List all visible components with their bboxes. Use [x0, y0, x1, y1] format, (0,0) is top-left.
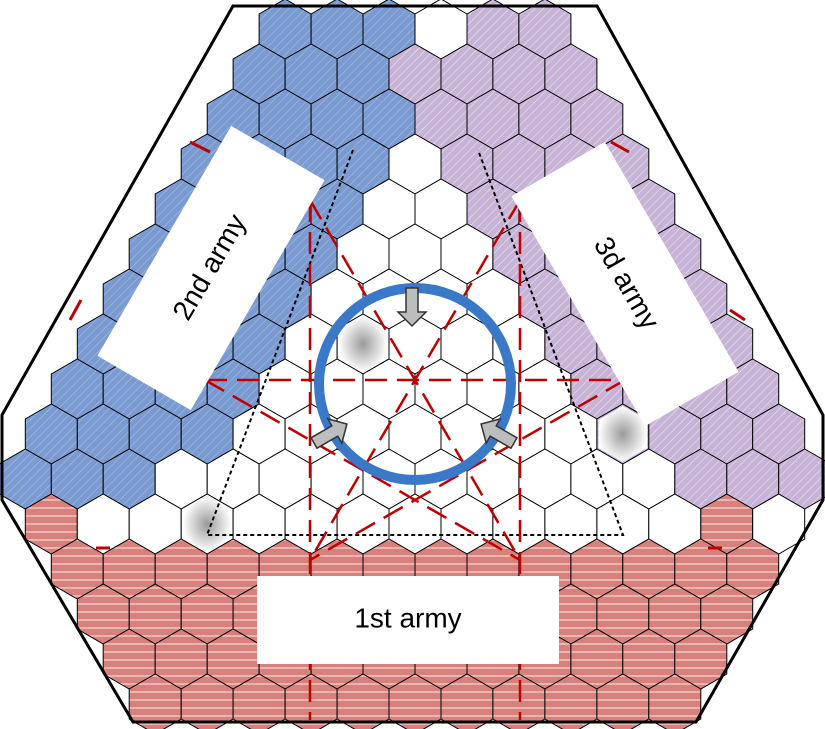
map-outline — [0, 4, 825, 724]
objective-hex-icon — [338, 316, 388, 372]
front-marker — [68, 299, 83, 321]
territory-borders — [0, 4, 825, 724]
attack-arrow-icon — [480, 417, 519, 450]
front-marker — [729, 308, 746, 322]
first-army-box: 1st army — [257, 576, 559, 664]
front-marker — [610, 140, 630, 154]
attack-arrow-icon — [396, 287, 428, 328]
map-hex — [648, 673, 702, 729]
attack-arrow-icon — [309, 417, 348, 450]
third-army-box: 3d army — [511, 141, 739, 427]
pocket-boundary — [205, 149, 625, 536]
objective-hex-icon — [598, 406, 648, 462]
first-army-label: 1st army — [354, 602, 461, 633]
front-marker — [189, 140, 211, 154]
objective-hex-icon — [182, 496, 232, 552]
second-army-box: 2nd army — [97, 125, 325, 411]
attack-arrows — [309, 287, 519, 450]
